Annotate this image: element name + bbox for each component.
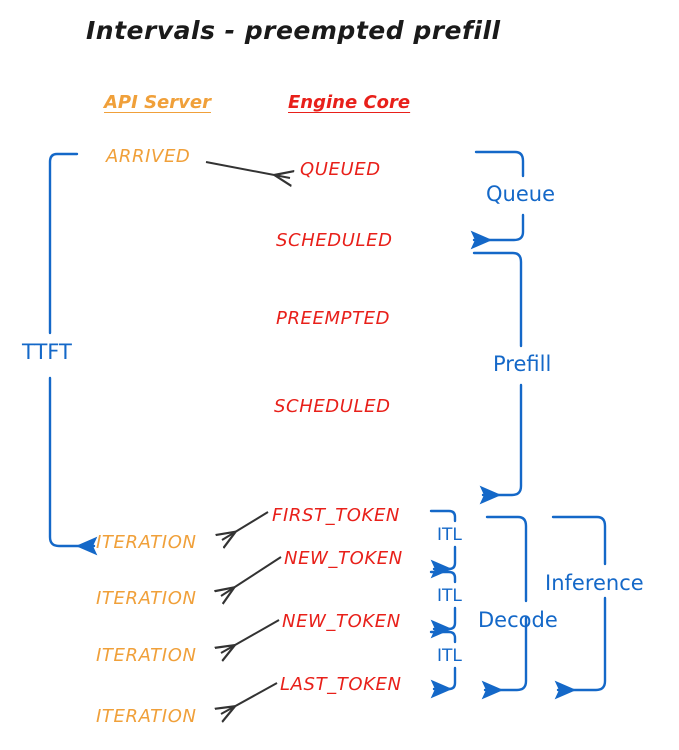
event-iteration: ITERATION (96, 645, 197, 666)
event-new-token: NEW_TOKEN (284, 548, 403, 569)
arrow-first-token-to-iteration (222, 511, 269, 540)
bracket-decode (481, 515, 528, 700)
bracket-label-inference: Inference (545, 571, 644, 595)
event-scheduled: SCHEDULED (276, 230, 393, 251)
event-last-token: LAST_TOKEN (280, 674, 402, 695)
bracket-label-itl: ITL (437, 525, 462, 545)
event-iteration: ITERATION (96, 588, 197, 609)
event-queued: QUEUED (300, 159, 381, 180)
event-new-token: NEW_TOKEN (282, 611, 401, 632)
event-arrived: ARRIVED (106, 146, 191, 167)
column-header-engine-core: Engine Core (288, 92, 411, 113)
arrow-arrived-to-queued (205, 161, 290, 178)
bracket-label-prefill: Prefill (493, 352, 552, 376)
bracket-label-decode: Decode (478, 608, 558, 632)
arrow-new-token-to-iteration (221, 619, 280, 653)
bracket-label-itl: ITL (437, 646, 462, 666)
event-iteration: ITERATION (96, 706, 197, 727)
arrow-new-token-to-iteration (221, 556, 282, 596)
column-header-api-server: API Server (104, 92, 211, 113)
event-iteration: ITERATION (96, 532, 197, 553)
bracket-label-ttft: TTFT (22, 340, 72, 364)
event-preempted: PREEMPTED (276, 308, 391, 329)
arrow-last-token-to-iteration (221, 682, 278, 714)
bracket-inference (551, 515, 607, 700)
bracket-label-itl: ITL (437, 586, 462, 606)
bracket-label-queue: Queue (486, 182, 555, 206)
event-first-token: FIRST_TOKEN (272, 505, 400, 526)
page-title: Intervals - preempted prefill (86, 16, 501, 45)
event-scheduled: SCHEDULED (274, 396, 391, 417)
